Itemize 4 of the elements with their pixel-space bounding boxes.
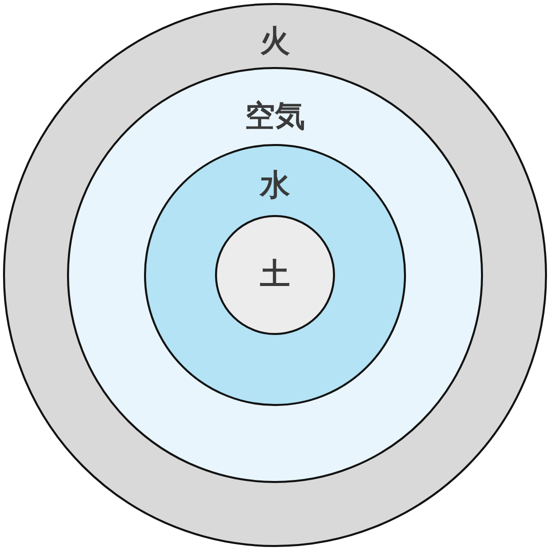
circle-label: 空気 — [245, 100, 305, 134]
circle-label: 水 — [260, 169, 290, 203]
circle-label: 土 — [260, 258, 290, 292]
circle-label: 火 — [260, 25, 290, 59]
